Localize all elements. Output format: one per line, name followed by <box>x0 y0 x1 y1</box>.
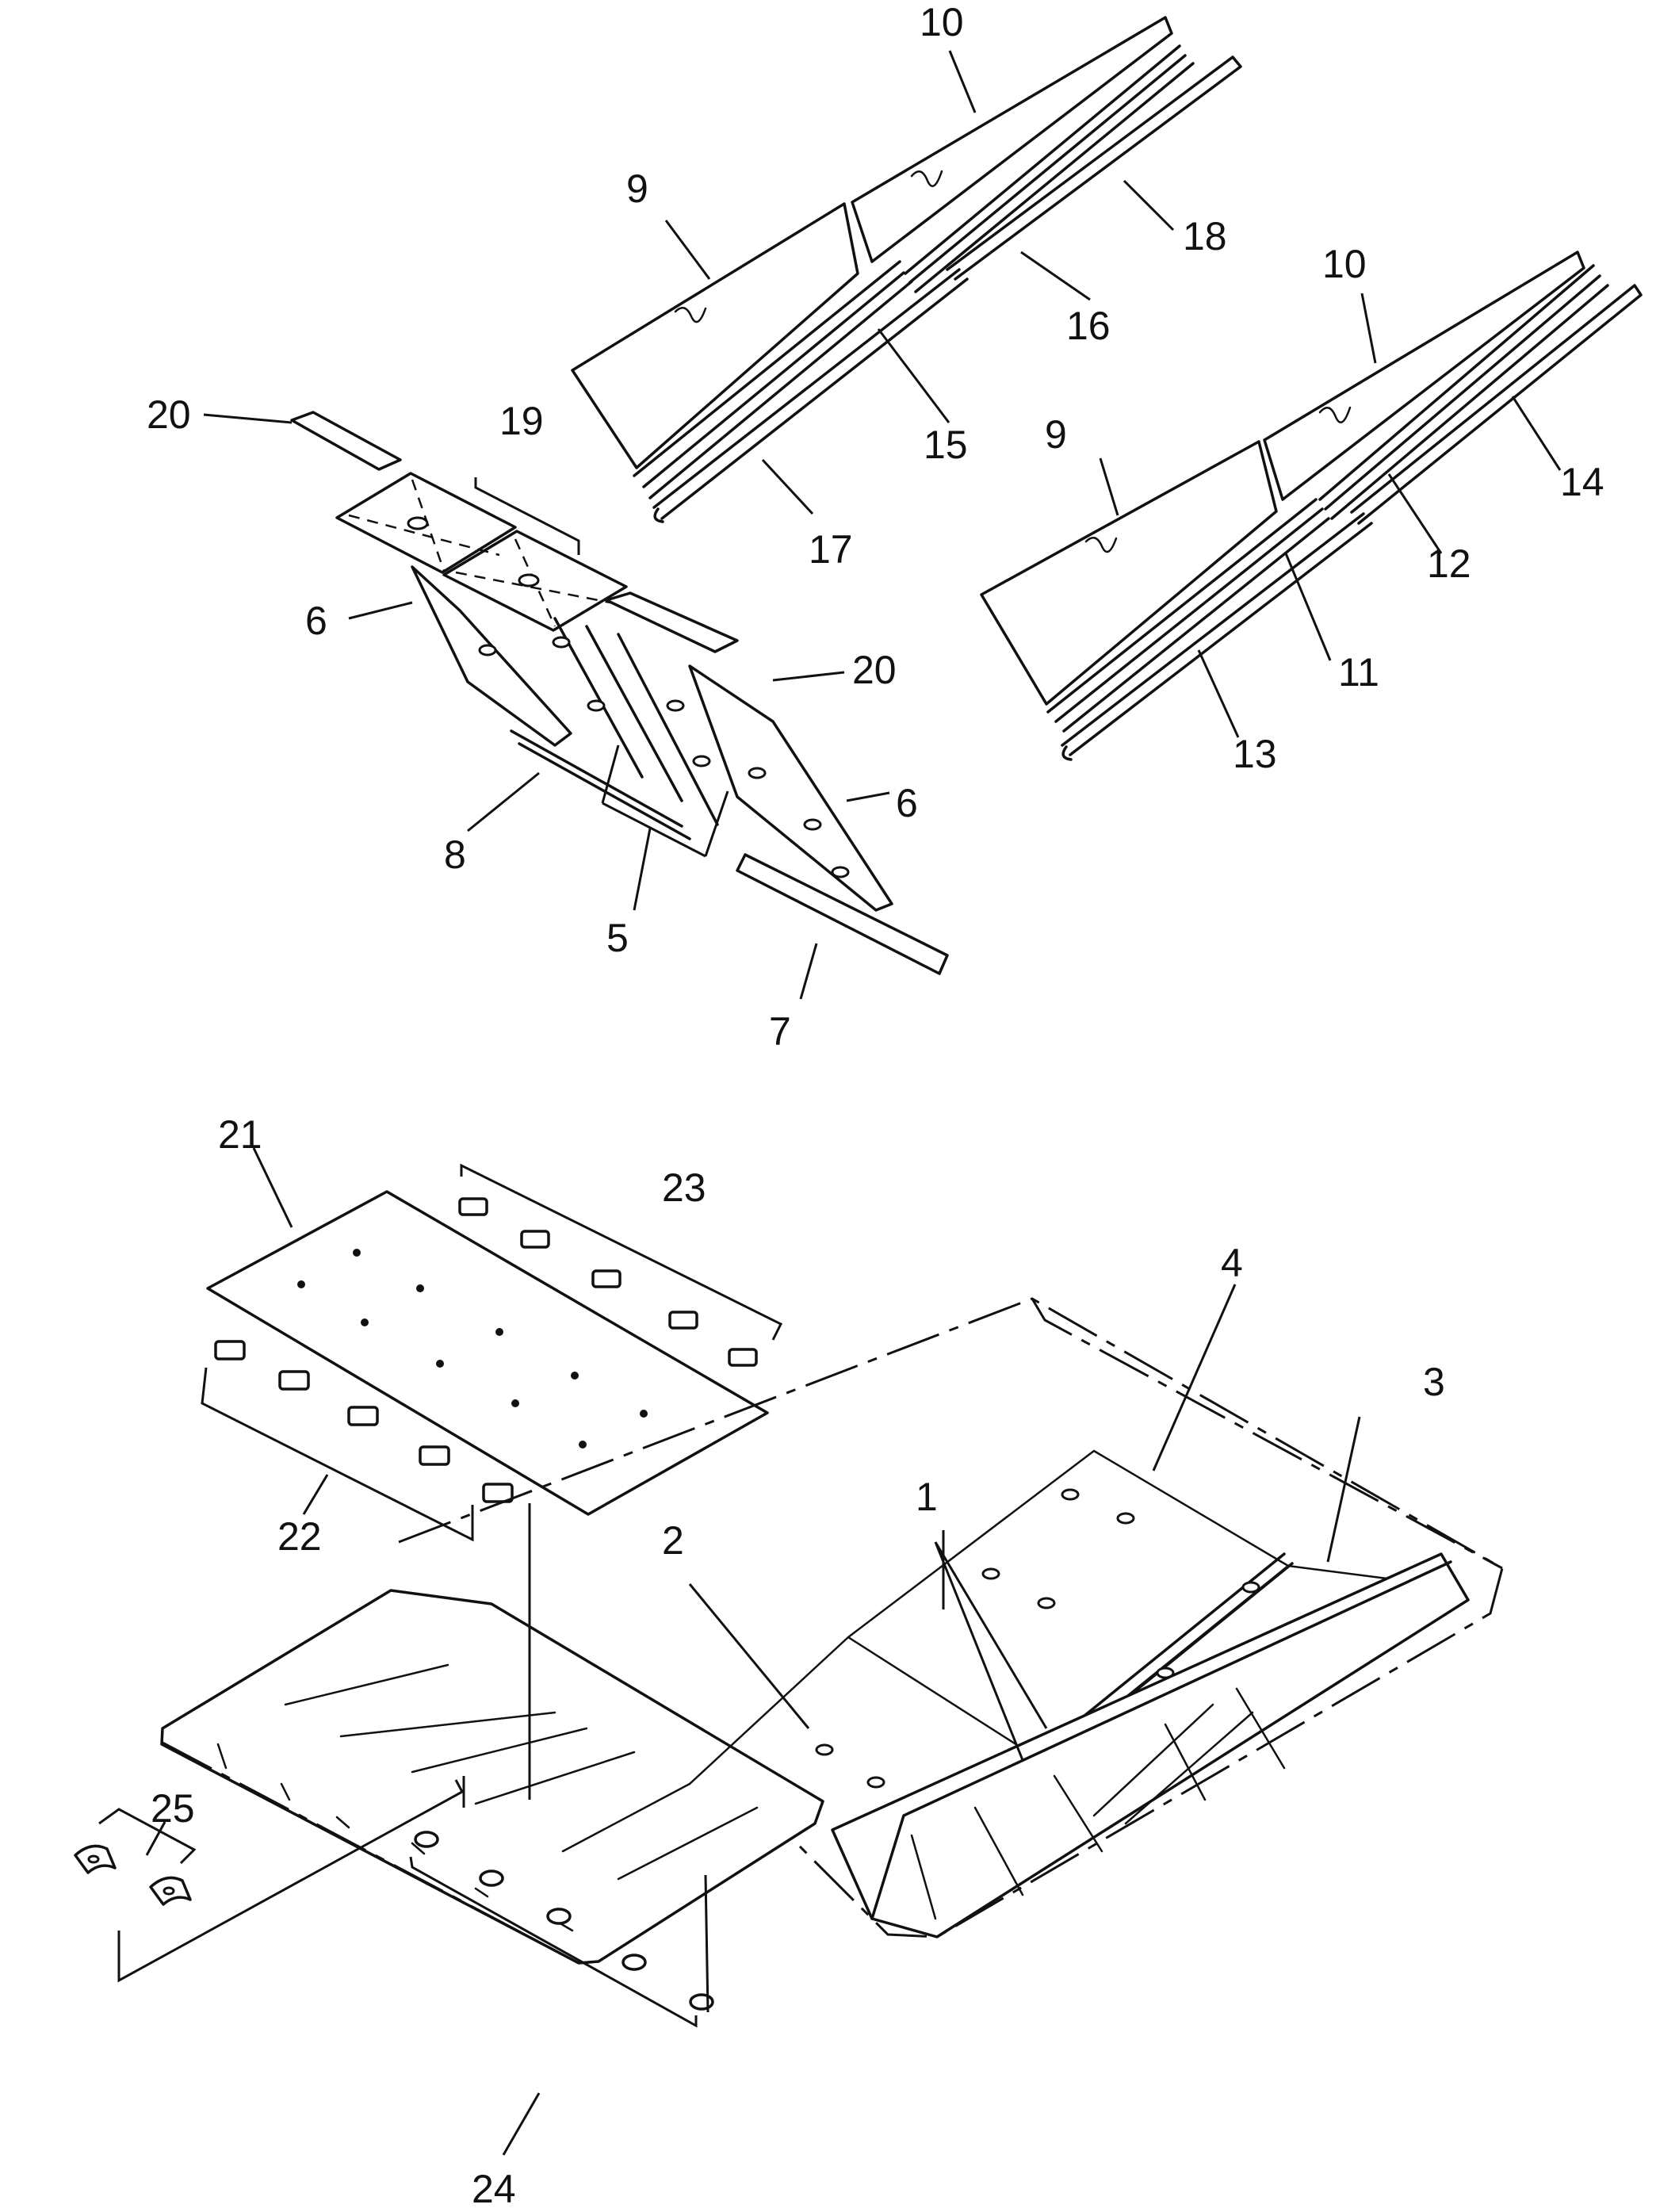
callout-1: 1 <box>916 1475 938 1519</box>
callout-10-right: 10 <box>1322 242 1367 286</box>
callout-10-upper: 10 <box>920 0 964 44</box>
part-8-rail <box>510 729 691 840</box>
callout-2: 2 <box>662 1518 684 1563</box>
part-24-pads <box>414 1831 714 2011</box>
part-22-pads <box>214 1340 514 1503</box>
part-25-clips <box>74 1844 192 1906</box>
callout-17: 17 <box>809 527 853 572</box>
part-14-rail-right <box>1350 284 1643 525</box>
part-23-pads <box>458 1197 758 1367</box>
callout-8: 8 <box>444 832 466 877</box>
callout-9-upper: 9 <box>626 166 648 211</box>
callout-20-mid: 20 <box>852 648 897 692</box>
callout-20-top: 20 <box>147 392 191 437</box>
part-21-plate <box>206 1190 769 1516</box>
part-11-strip-right <box>1046 498 1330 733</box>
part-16-strip-upper <box>904 44 1195 293</box>
callout-7: 7 <box>769 1009 791 1054</box>
callout-21: 21 <box>218 1112 262 1157</box>
part-7-rail <box>736 853 949 975</box>
frame-left-deck <box>160 1589 824 1965</box>
part-10-panel-upper <box>851 16 1173 263</box>
part-20-plate-top <box>290 411 402 471</box>
leader-lines <box>98 50 1562 2156</box>
callout-24: 24 <box>472 2167 516 2211</box>
callout-6-right: 6 <box>896 781 918 825</box>
cover-assembly-upper <box>571 16 1242 523</box>
callout-9-right: 9 <box>1045 412 1067 457</box>
callout-16: 16 <box>1066 304 1111 348</box>
callout-6-left: 6 <box>305 599 327 643</box>
callout-23: 23 <box>662 1165 706 1210</box>
callout-13: 13 <box>1233 732 1277 776</box>
callout-14: 14 <box>1560 460 1604 504</box>
part-5-bolt-pair <box>601 744 729 858</box>
part-15-strip-upper <box>633 260 913 499</box>
plate-group <box>206 1190 769 1516</box>
main-frame <box>160 1297 1504 1965</box>
callout-22: 22 <box>277 1514 322 1559</box>
callout-18: 18 <box>1183 214 1227 258</box>
callout-12: 12 <box>1427 542 1471 586</box>
callout-25: 25 <box>151 1786 195 1831</box>
part-12-strip-right <box>1318 264 1609 520</box>
part-10-panel-right <box>1263 251 1585 501</box>
part-6-bracket-left <box>411 565 572 747</box>
part-9-panel-right <box>980 440 1278 706</box>
part-18-rail-upper <box>946 55 1242 281</box>
cover-assembly-right <box>980 251 1643 761</box>
callout-5: 5 <box>606 916 629 960</box>
part-6-bracket-right <box>688 664 893 912</box>
cover-assembly-left <box>290 411 949 975</box>
part-17-rail-upper <box>652 268 969 523</box>
part-9-panel-upper <box>571 202 859 469</box>
callout-4: 4 <box>1221 1241 1243 1285</box>
callout-19: 19 <box>499 399 544 443</box>
frame-side-wall <box>831 1552 1470 1938</box>
part-20-plate-mid <box>605 591 739 653</box>
callout-15: 15 <box>924 423 968 467</box>
callout-3: 3 <box>1423 1360 1445 1404</box>
part-13-rail-right <box>1061 512 1373 761</box>
callout-11: 11 <box>1338 650 1379 695</box>
callout-labels: 1 2 3 4 5 6 6 7 8 9 9 10 10 11 12 13 14 … <box>147 0 1604 2211</box>
